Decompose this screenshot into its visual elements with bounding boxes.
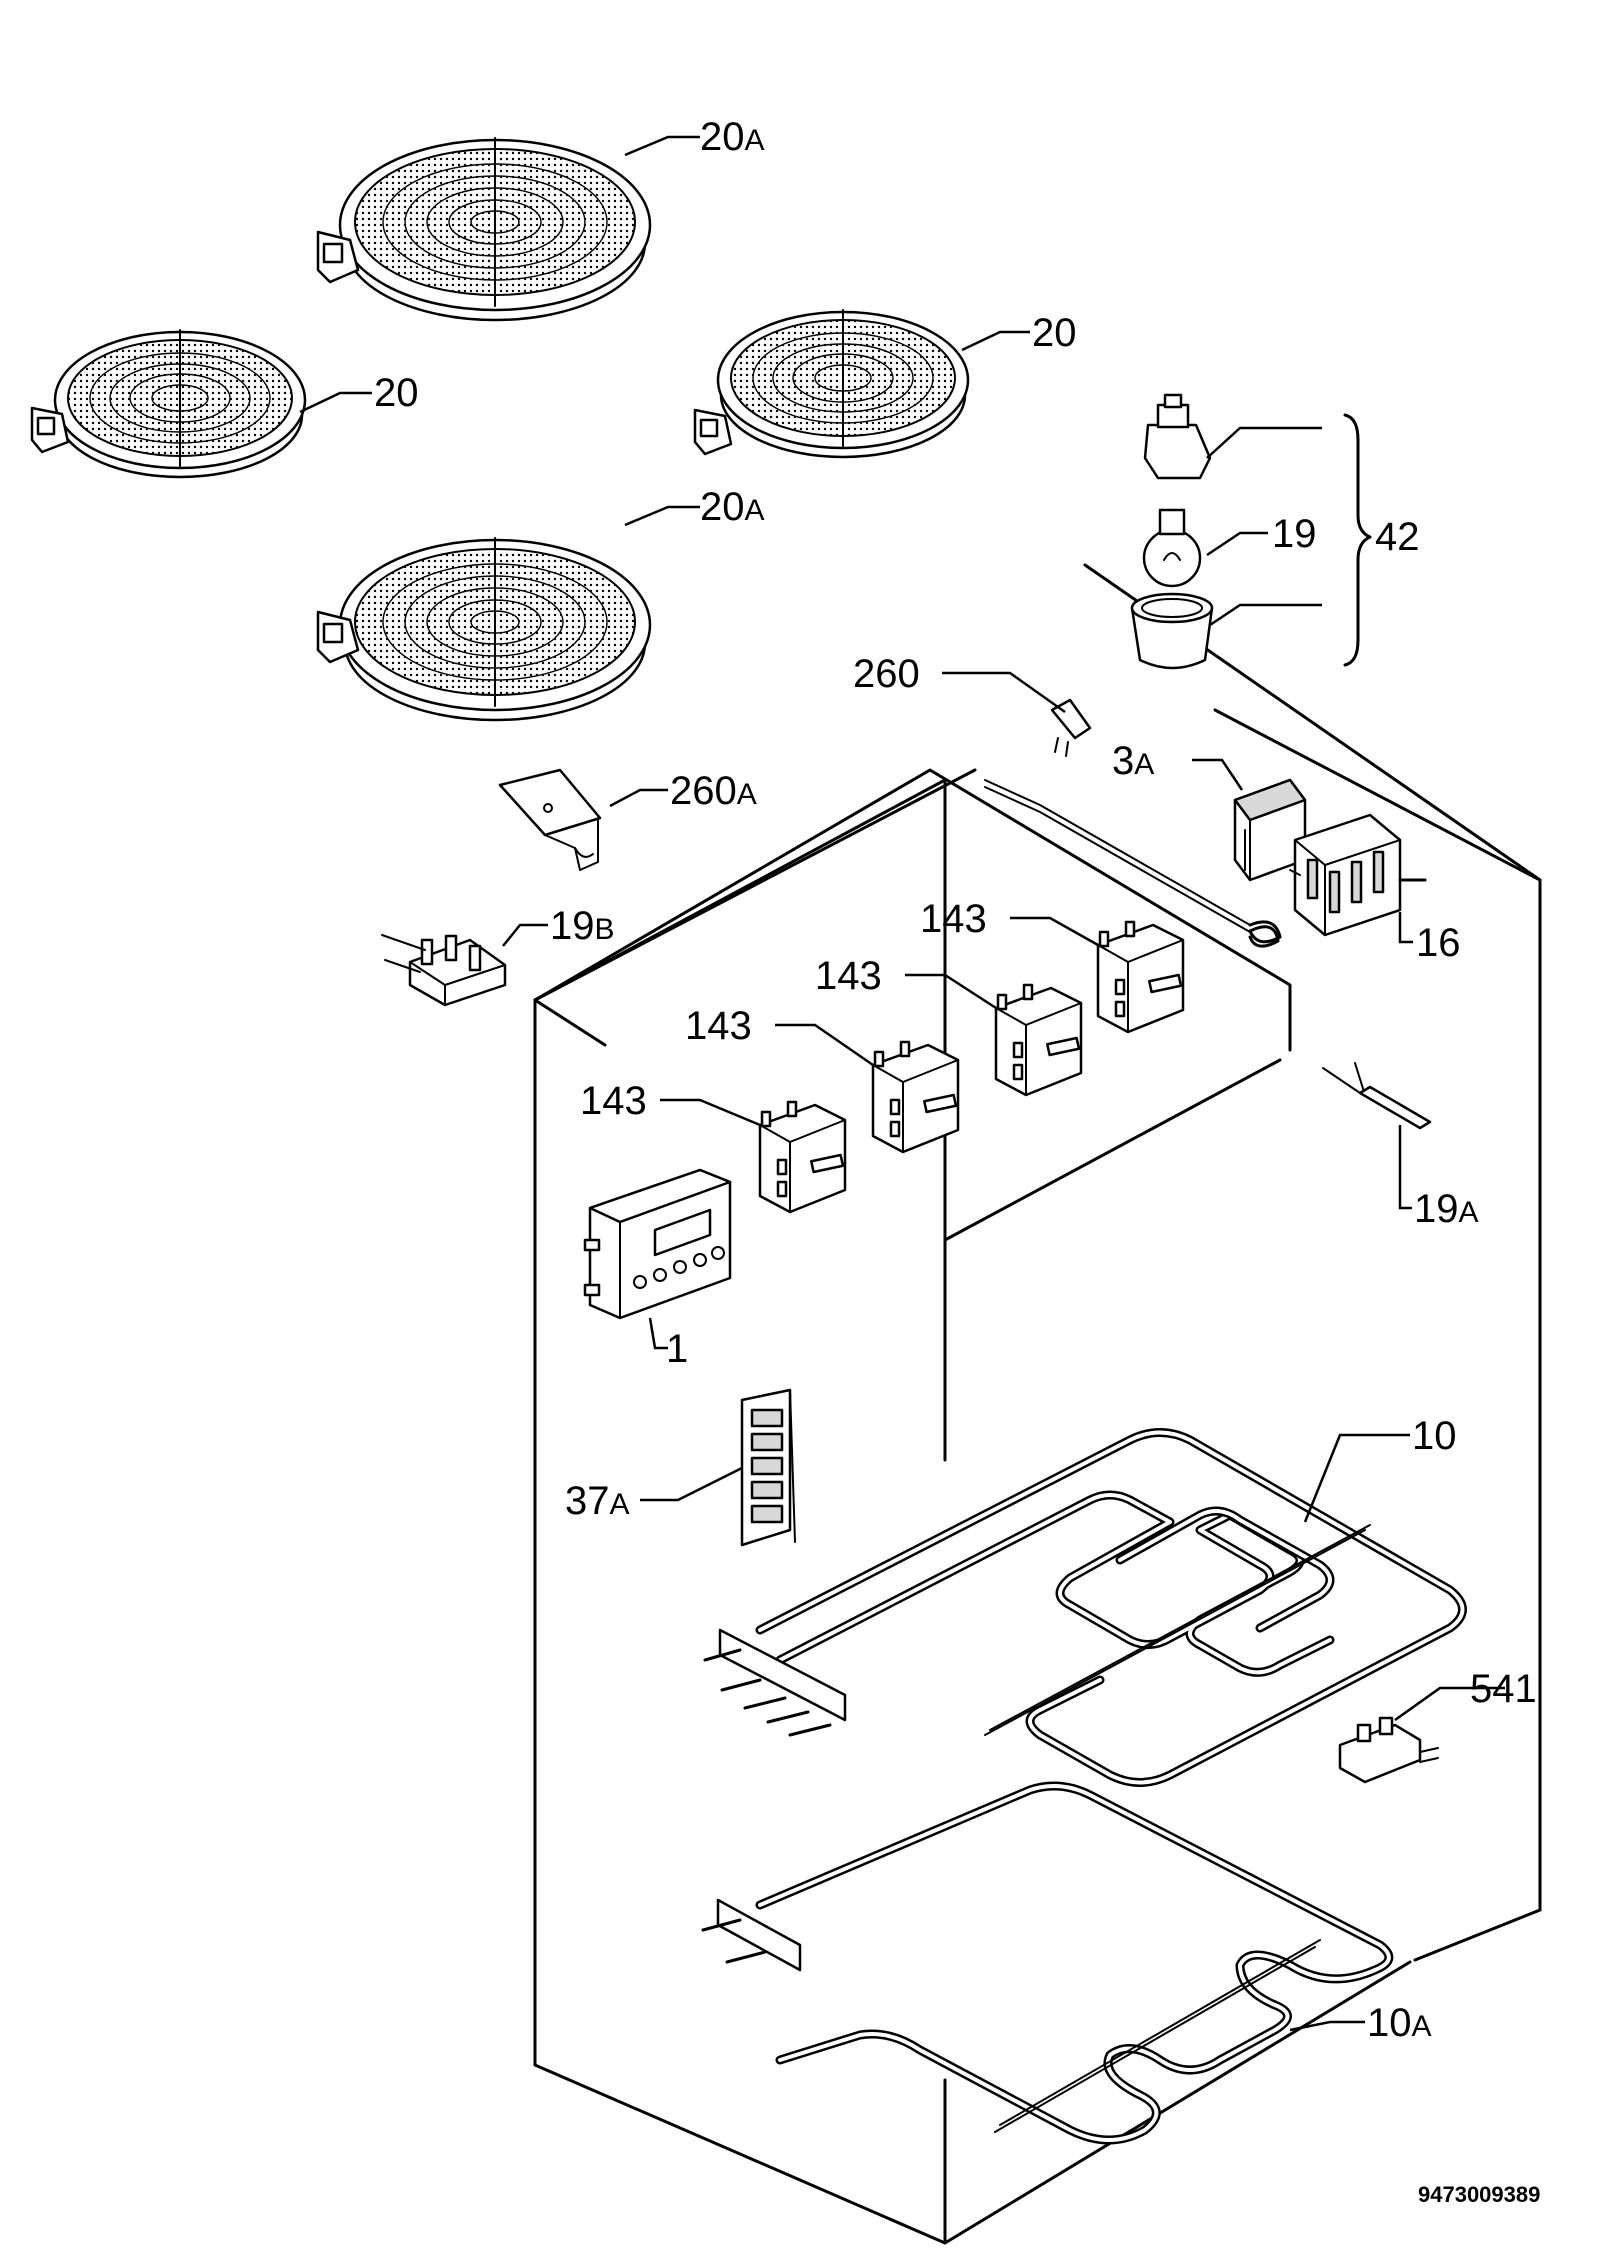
label-20a-bottom: 20A: [700, 485, 765, 529]
terminal-block-37a: [740, 1388, 796, 1547]
lamp-assembly-brace: [1343, 413, 1372, 667]
energy-regulator-1: [758, 1100, 847, 1214]
timer-buttons: [633, 1246, 725, 1289]
hotplate-small-left: [30, 329, 307, 479]
label-10: 10: [1412, 1414, 1457, 1458]
energy-regulator-2: [871, 1040, 960, 1154]
label-541: 541: [1470, 1667, 1537, 1711]
drawing-number: 9473009389: [1418, 2182, 1540, 2207]
label-143-left: 143: [580, 1079, 647, 1123]
clip-260: [1050, 698, 1092, 757]
selector-switch-16: [1289, 813, 1427, 937]
label-143-mid-right: 143: [815, 954, 882, 998]
thermal-cutout-541: [1338, 1716, 1439, 1784]
energy-regulator-3: [994, 983, 1083, 1097]
label-20-left: 20: [374, 371, 419, 415]
leader-lines: [299, 135, 1505, 2032]
lamp-cover: [1130, 592, 1214, 670]
timer-display: [583, 1168, 732, 1320]
sensor-19a: [1322, 1062, 1432, 1130]
label-260a: 260A: [670, 769, 757, 813]
label-42: 42: [1375, 515, 1420, 559]
label-19a: 19A: [1414, 1187, 1479, 1231]
oven-cavity-outline: [533, 563, 1542, 2245]
top-element-terminals: [703, 1648, 832, 1737]
label-143-mid-left: 143: [685, 1004, 752, 1048]
lamp-holder: [1143, 393, 1212, 480]
thermostat-3a: [1233, 778, 1307, 882]
top-heating-element: [703, 1428, 1467, 1787]
bracket-260a: [498, 768, 602, 871]
lamp-bulb: [1142, 508, 1202, 588]
bottom-heating-element: [701, 1781, 1394, 2145]
label-37a: 37A: [565, 1479, 630, 1523]
label-3a: 3A: [1112, 739, 1154, 783]
part-labels: 20A 20 20 20A 19 42 260 260A 3A 19B 16 1…: [374, 115, 1540, 2207]
label-1: 1: [666, 1327, 688, 1371]
label-143-top-right: 143: [920, 897, 987, 941]
label-10a: 10A: [1367, 2001, 1432, 2045]
label-19b: 19B: [550, 904, 615, 948]
terminal-19b: [381, 934, 507, 1007]
label-20a-top: 20A: [700, 115, 765, 159]
label-260: 260: [853, 652, 920, 696]
hotplate-small-right: [693, 309, 970, 459]
energy-regulator-4: [1096, 920, 1185, 1034]
label-16: 16: [1416, 921, 1461, 965]
thermostat-capillary: [984, 779, 1282, 948]
hotplate-large-bottom: [316, 537, 652, 722]
label-19: 19: [1272, 512, 1317, 556]
hotplate-large-top: [316, 137, 652, 322]
label-20-right: 20: [1032, 311, 1077, 355]
